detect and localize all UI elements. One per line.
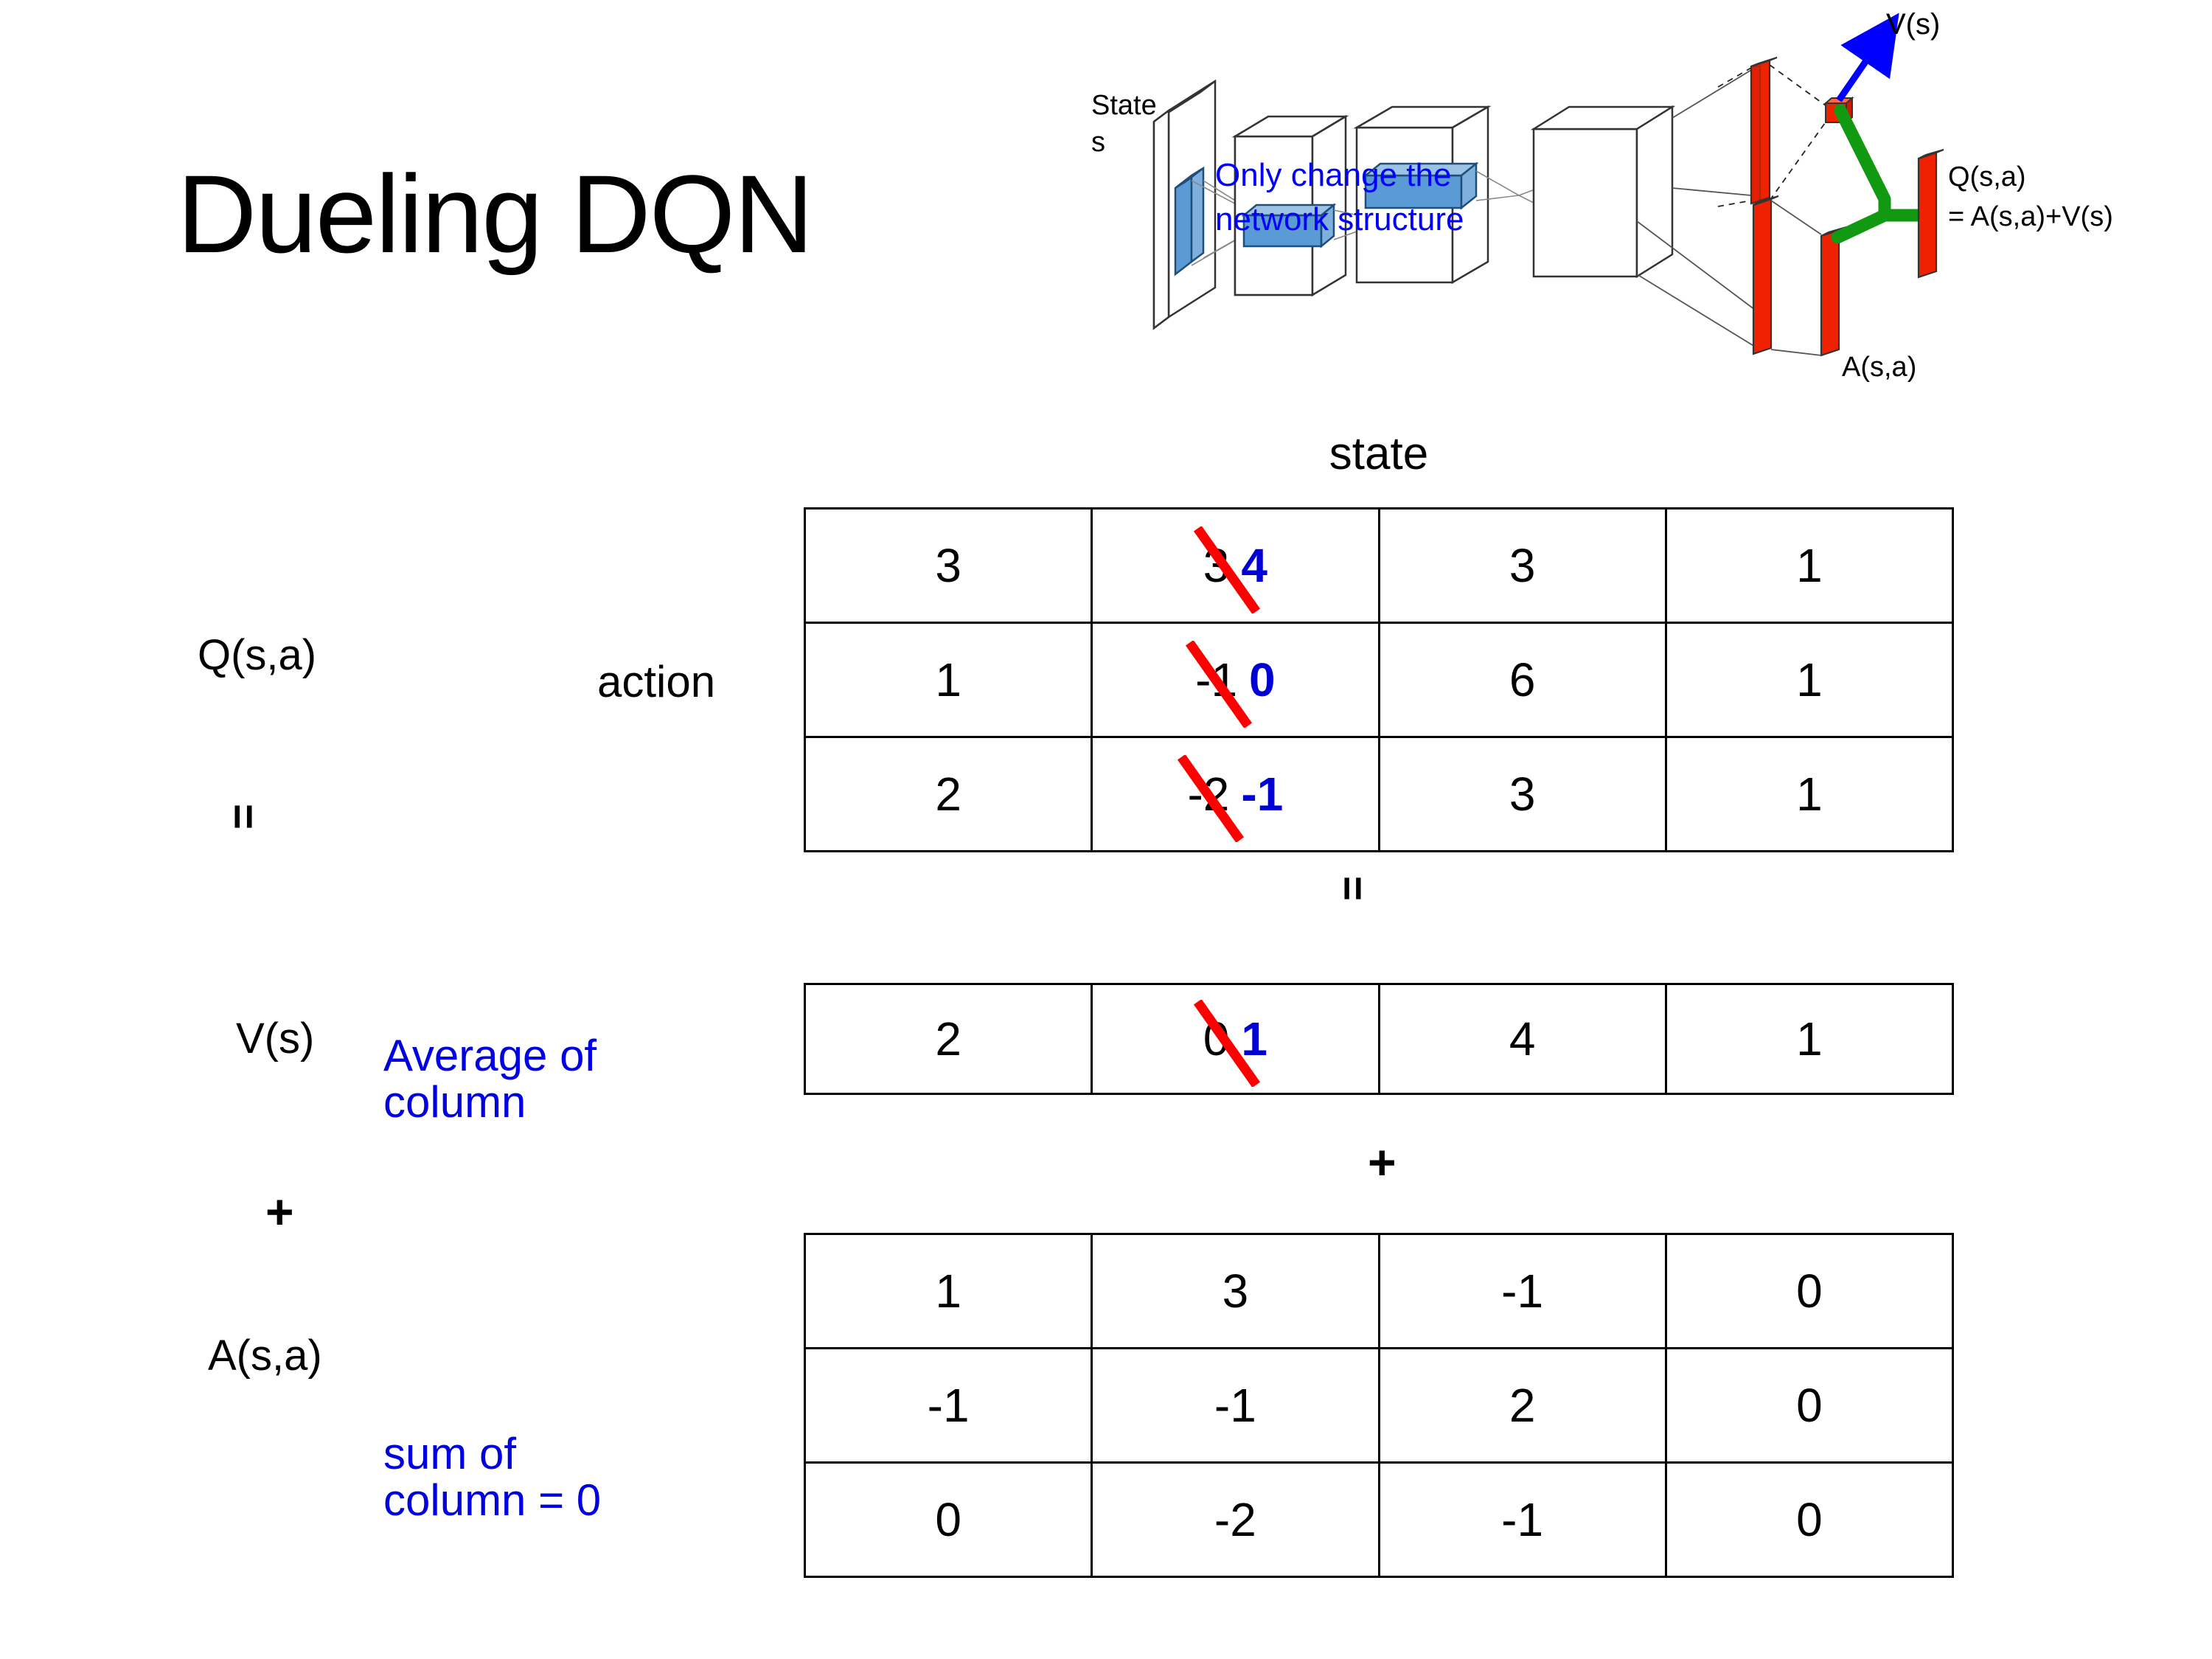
v-output-label: V(s) (1886, 8, 1940, 41)
q-cell-0-3: 1 (1664, 507, 1955, 624)
a-cell-0-3: 0 (1664, 1233, 1955, 1349)
a-table: 1 3 -1 0 -1 -1 2 0 0 -2 -1 0 (803, 1233, 1955, 1578)
a-cell-2-1: -2 (1091, 1461, 1380, 1578)
plus-sign-left: + (265, 1184, 294, 1239)
average-of-column-note: Average of column (383, 1032, 597, 1125)
network-note-line2: network structure (1215, 201, 1464, 237)
q-cell-1-0: 1 (803, 622, 1093, 738)
a-cell-2-0: 0 (803, 1461, 1093, 1578)
q-cell-2-3: 1 (1664, 736, 1955, 852)
sum-of-column-note: sum of column = 0 (383, 1430, 601, 1523)
q-cell-0-0: 3 (803, 507, 1093, 624)
table-row: 2 0 1 4 1 (803, 983, 1955, 1095)
struck-value: 3 (1193, 526, 1260, 613)
network-note-line1: Only change the (1215, 157, 1451, 193)
q-cell-1-1: -1 0 (1091, 622, 1380, 738)
table-row: 3 3 4 3 1 (803, 507, 1955, 624)
struck-value: -1 (1186, 641, 1253, 728)
a-cell-1-1: -1 (1091, 1347, 1380, 1464)
struck-value: -2 (1178, 755, 1245, 842)
page-title: Dueling DQN (177, 152, 814, 276)
table-row: 1 3 -1 0 (803, 1233, 1955, 1349)
table-row: 2 -2 -1 3 1 (803, 736, 1955, 852)
table-row: 0 -2 -1 0 (803, 1461, 1955, 1578)
a-table-container: 1 3 -1 0 -1 -1 2 0 0 -2 -1 0 (803, 1233, 1955, 1578)
a-cell-0-1: 3 (1091, 1233, 1380, 1349)
table-row: 1 -1 0 6 1 (803, 622, 1955, 738)
average-note-line2: column (383, 1077, 526, 1127)
dueling-network-diagram: V(s) Q(s,a) = A(s,a)+V(s) A(s,a) State s… (1091, 0, 2212, 413)
a-cell-0-2: -1 (1377, 1233, 1667, 1349)
q-cell-0-1: 3 4 (1091, 507, 1380, 624)
v-table-container: 2 0 1 4 1 (803, 983, 1955, 1095)
v-cell-0-2: 4 (1377, 983, 1667, 1095)
a-cell-2-2: -1 (1377, 1461, 1667, 1578)
a-cell-2-3: 0 (1664, 1461, 1955, 1578)
q-cell-1-3: 1 (1664, 622, 1955, 738)
sum-note-line2: column = 0 (383, 1475, 602, 1525)
q-table: 3 3 4 3 1 1 -1 (803, 507, 1955, 852)
q-function-label: Q(s,a) (198, 631, 317, 679)
q-cell-1-2: 6 (1377, 622, 1667, 738)
state-input-label-line1: State (1091, 90, 1157, 121)
corrected-value: 0 (1249, 653, 1276, 706)
equals-sign-left: = (219, 804, 268, 830)
v-cell-0-3: 1 (1664, 983, 1955, 1095)
corrected-value: 1 (1241, 1012, 1267, 1065)
v-cell-0-0: 2 (803, 983, 1093, 1095)
q-table-container: 3 3 4 3 1 1 -1 (803, 507, 1955, 852)
q-cell-0-2: 3 (1377, 507, 1667, 624)
equals-sign-between-tables: = (1329, 876, 1377, 901)
state-axis-label: state (1329, 428, 1429, 479)
v-function-label: V(s) (236, 1015, 315, 1062)
q-cell-2-1: -2 -1 (1091, 736, 1380, 852)
v-table: 2 0 1 4 1 (803, 983, 1955, 1095)
corrected-value: -1 (1241, 768, 1284, 821)
sum-note-line1: sum of (383, 1429, 517, 1478)
a-output-label: A(s,a) (1842, 352, 1916, 383)
q-output-label-line1: Q(s,a) (1948, 161, 2026, 192)
a-cell-1-0: -1 (803, 1347, 1093, 1464)
a-cell-1-2: 2 (1377, 1347, 1667, 1464)
q-cell-2-0: 2 (803, 736, 1093, 852)
average-note-line1: Average of (383, 1031, 597, 1080)
q-output-label-line2: = A(s,a)+V(s) (1948, 201, 2113, 232)
a-cell-1-3: 0 (1664, 1347, 1955, 1464)
struck-value: 0 (1193, 1000, 1260, 1087)
q-cell-2-2: 3 (1377, 736, 1667, 852)
plus-sign-between-tables: + (1368, 1135, 1397, 1189)
a-cell-0-0: 1 (803, 1233, 1093, 1349)
corrected-value: 4 (1241, 539, 1267, 592)
v-cell-0-1: 0 1 (1091, 983, 1380, 1095)
state-input-label-line2: s (1091, 127, 1105, 158)
action-axis-label: action (597, 657, 716, 706)
a-function-label: A(s,a) (208, 1332, 322, 1380)
table-row: -1 -1 2 0 (803, 1347, 1955, 1464)
